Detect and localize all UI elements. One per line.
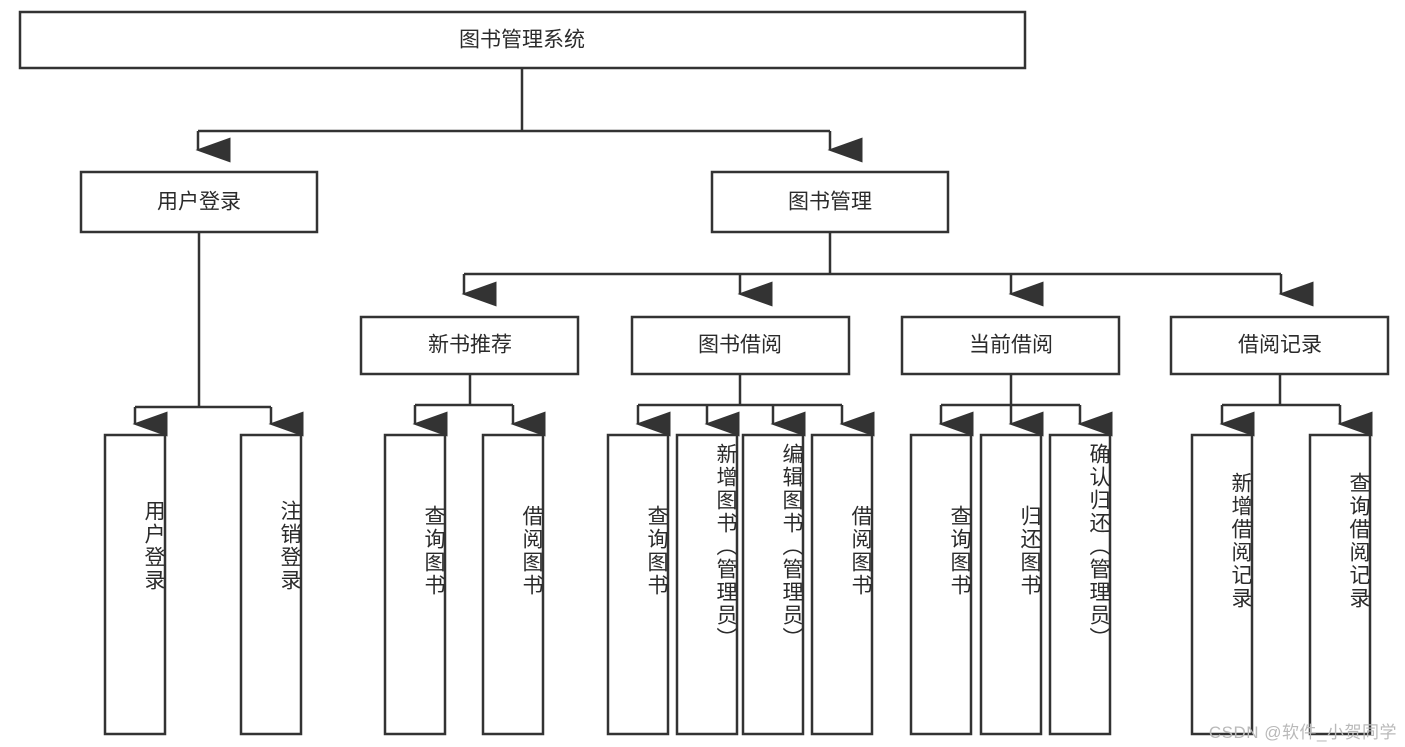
node-leaf-query-book-2-box[interactable] bbox=[606, 433, 670, 736]
node-leaf-confirm-return-box[interactable] bbox=[1048, 433, 1112, 736]
node-current-borrow-box[interactable] bbox=[900, 315, 1121, 376]
node-leaf-borrow-book-1-box[interactable] bbox=[481, 433, 545, 736]
node-leaf-add-record-box[interactable] bbox=[1190, 433, 1254, 736]
node-leaf-user-logout-box[interactable] bbox=[239, 433, 303, 736]
node-borrow-record-label: 借阅记录 bbox=[1238, 334, 1322, 357]
node-leaf-add-book-box[interactable] bbox=[675, 433, 739, 736]
node-user-login-label: 用户登录 bbox=[157, 191, 241, 214]
node-leaf-return-book-box[interactable] bbox=[979, 433, 1043, 736]
node-borrow-record-box[interactable] bbox=[1169, 315, 1390, 376]
node-book-manage-box[interactable] bbox=[710, 170, 950, 234]
node-leaf-user-login-box[interactable] bbox=[103, 433, 167, 736]
node-book-borrow-box[interactable] bbox=[630, 315, 851, 376]
node-leaf-borrow-book-2-box[interactable] bbox=[810, 433, 874, 736]
node-current-borrow-label: 当前借阅 bbox=[969, 334, 1053, 357]
node-leaf-query-book-3-box[interactable] bbox=[909, 433, 973, 736]
node-leaf-edit-book-box[interactable] bbox=[741, 433, 805, 736]
node-new-book-rec-box[interactable] bbox=[359, 315, 580, 376]
node-leaf-query-book-1-box[interactable] bbox=[383, 433, 447, 736]
node-root-label: 图书管理系统 bbox=[459, 29, 585, 52]
node-new-book-rec-label: 新书推荐 bbox=[428, 334, 512, 357]
node-book-manage-label: 图书管理 bbox=[788, 191, 872, 214]
node-root-box[interactable] bbox=[18, 10, 1027, 70]
node-leaf-query-record-box[interactable] bbox=[1308, 433, 1372, 736]
watermark-text: CSDN @软件_小贺同学 bbox=[1208, 723, 1397, 742]
node-book-borrow-label: 图书借阅 bbox=[698, 334, 782, 357]
